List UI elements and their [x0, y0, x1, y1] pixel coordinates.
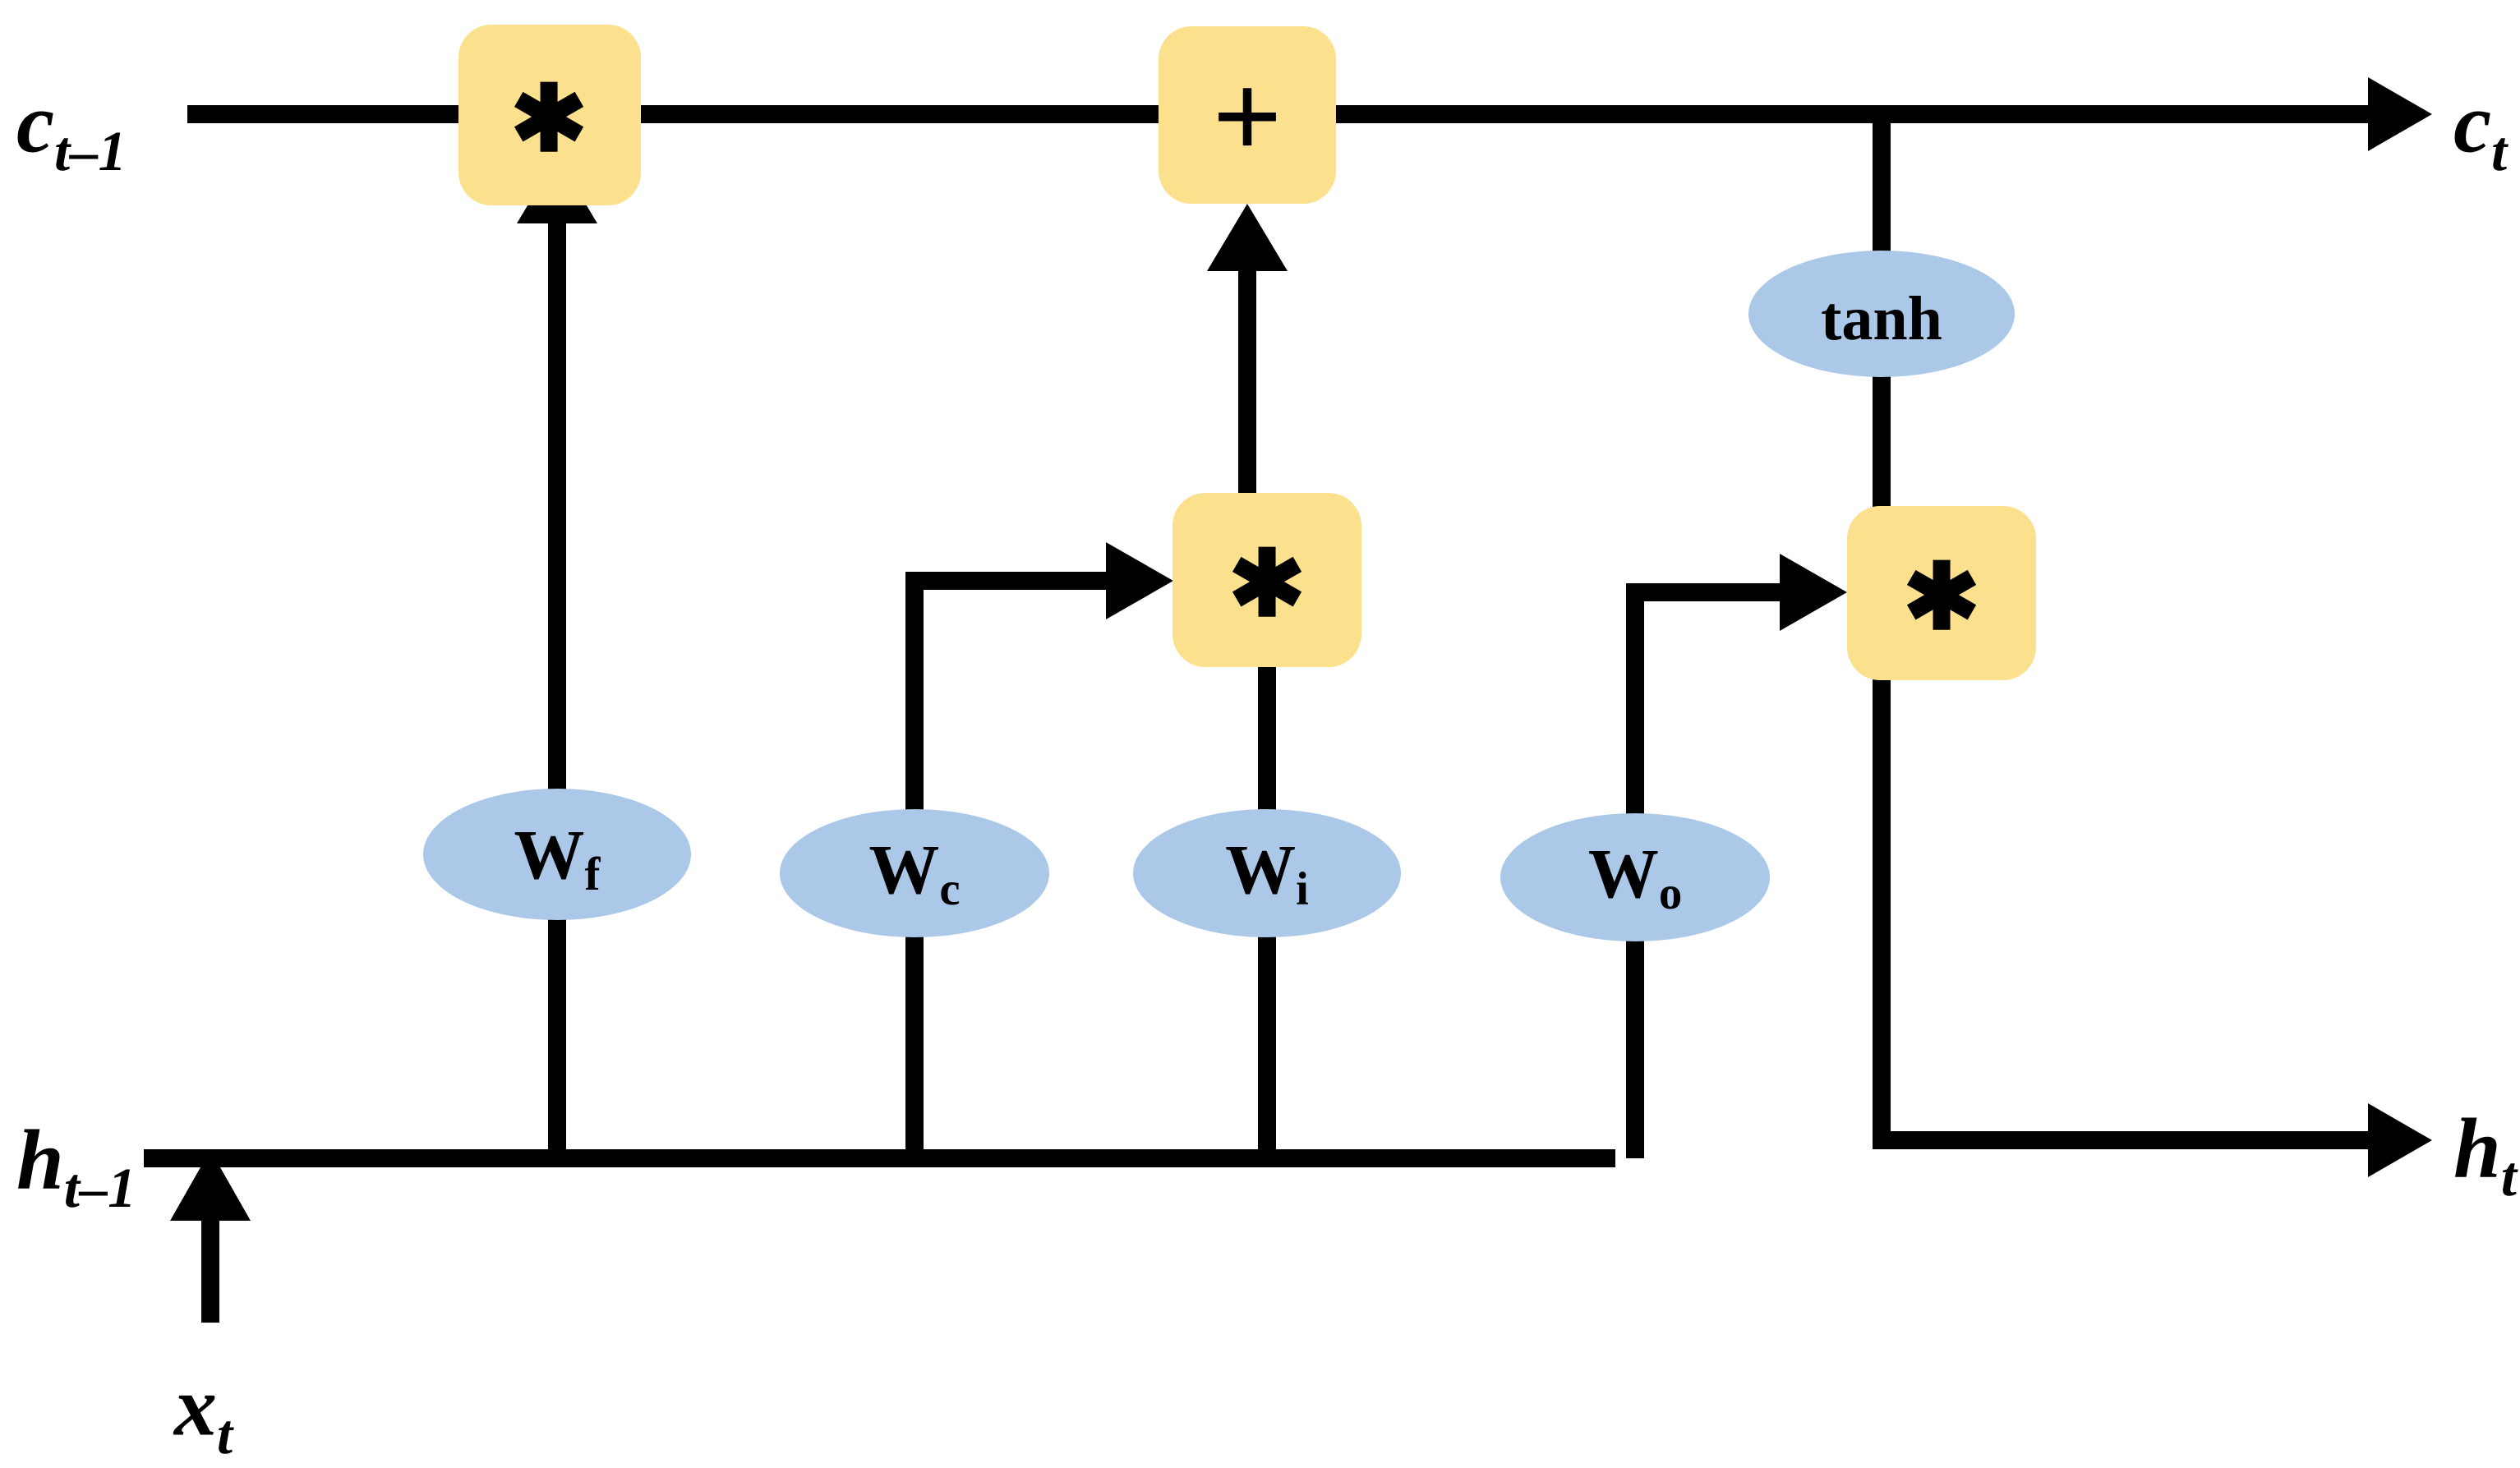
op-forget-multiply-glyph: ✱	[510, 69, 587, 171]
op-output-multiply[interactable]: ✱	[1847, 506, 2036, 680]
gate-candidate-ellipse[interactable]	[780, 809, 1049, 937]
op-output-multiply-box[interactable]	[1847, 506, 2036, 680]
op-candidate-multiply[interactable]: ✱	[1172, 493, 1361, 667]
op-cell-add-glyph: +	[1212, 48, 1282, 185]
gate-tanh-label: tanh	[1821, 284, 1942, 353]
op-candidate-multiply-box[interactable]	[1172, 493, 1361, 667]
label-hidden-in: ht–1	[16, 1113, 136, 1220]
label-cell-state-out: ct	[2453, 76, 2508, 183]
gate-input-label: Wi	[1225, 830, 1309, 915]
gate-input-ellipse[interactable]	[1133, 809, 1401, 937]
wire-output-gate-to-multiply	[1626, 583, 1824, 867]
label-hidden-out: ht	[2453, 1102, 2518, 1208]
operator-layer: ✱ + ✱ ✱	[458, 25, 2036, 680]
gate-layer: tanh Wf Wc Wi Wo	[423, 251, 2015, 941]
label-input-xt: xt	[173, 1360, 234, 1466]
wire-candidate-gate-to-multiply	[905, 572, 1150, 863]
arrowhead-cell-state-out	[2368, 77, 2432, 151]
label-cell-state-in: ct–1	[16, 76, 127, 183]
op-forget-multiply-box[interactable]	[458, 25, 641, 205]
wire-layer	[144, 105, 2407, 1323]
gate-candidate[interactable]: Wc	[780, 809, 1049, 937]
arrowhead-into-cell-add	[1207, 204, 1288, 271]
arrowhead-input-xt	[170, 1150, 251, 1221]
gate-forget-ellipse[interactable]	[423, 789, 691, 920]
arrowhead-into-output-multiply	[1780, 554, 1847, 631]
gate-tanh-ellipse[interactable]	[1748, 251, 2015, 377]
gate-input[interactable]: Wi	[1133, 809, 1401, 937]
gate-output[interactable]: Wo	[1500, 813, 1770, 941]
op-forget-multiply[interactable]: ✱	[458, 25, 641, 205]
gate-output-ellipse[interactable]	[1500, 813, 1770, 941]
op-candidate-multiply-glyph: ✱	[1228, 534, 1306, 636]
op-output-multiply-glyph: ✱	[1903, 547, 1980, 649]
arrowhead-hidden-state-out	[2368, 1103, 2432, 1177]
gate-tanh[interactable]: tanh	[1748, 251, 2015, 377]
gate-forget[interactable]: Wf	[423, 789, 691, 920]
op-cell-add-box[interactable]	[1159, 26, 1336, 204]
arrowhead-into-candidate-multiply	[1106, 542, 1173, 619]
op-cell-add[interactable]: +	[1159, 26, 1336, 204]
